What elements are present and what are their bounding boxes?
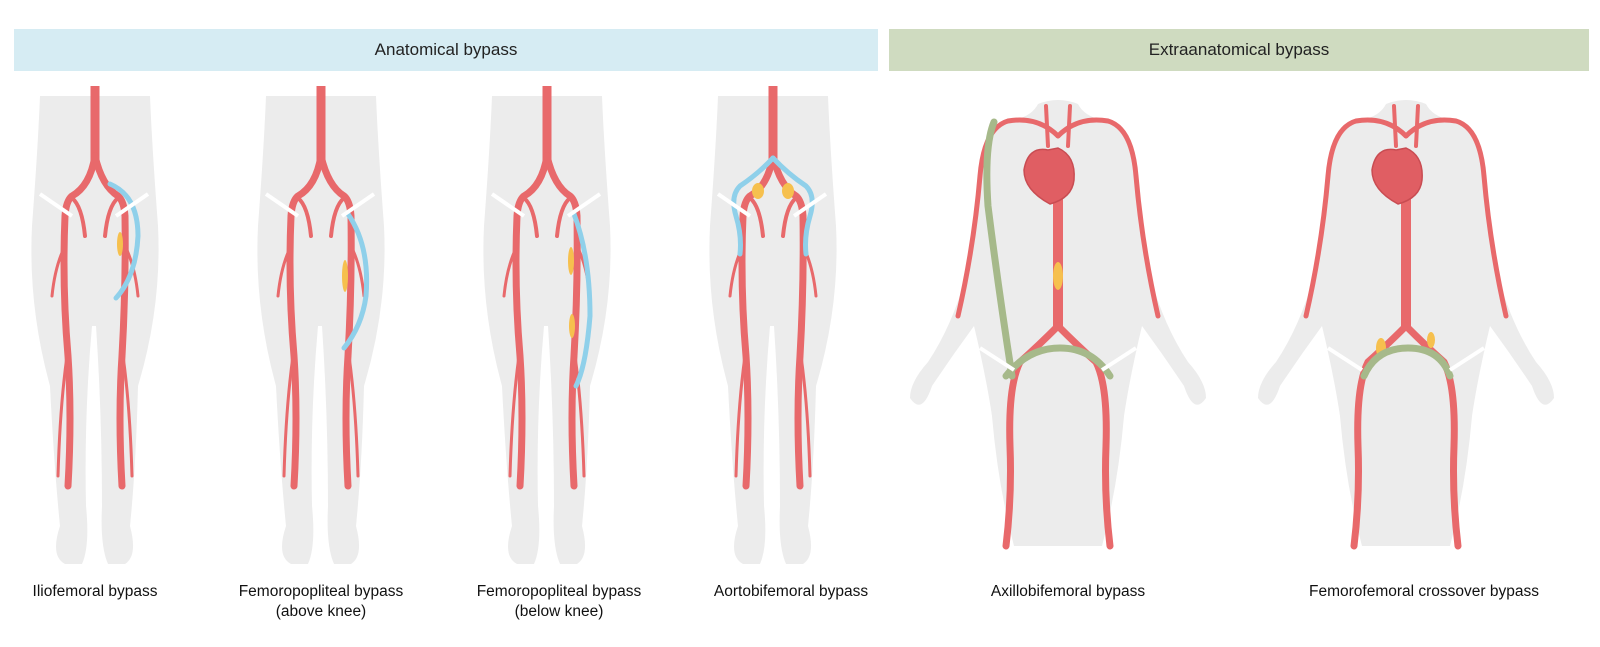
- plaque: [117, 232, 123, 256]
- caption-line-2: (below knee): [514, 603, 604, 620]
- graft: [1360, 344, 1454, 380]
- graft: [983, 118, 1114, 380]
- plaque: [1053, 262, 1063, 290]
- caption-axillobifemoral-text: Axillobifemoral bypass: [990, 583, 1146, 600]
- caption-femorofemoral-text: Femorofemoral crossover bypass: [1309, 583, 1539, 600]
- axillobifemoral-diagram: [888, 86, 1228, 556]
- clamps: [1326, 346, 1486, 372]
- plaque: [568, 247, 575, 338]
- clamps: [264, 192, 376, 218]
- femorofemoral-crossover-diagram: [1236, 86, 1576, 556]
- arteries: [276, 86, 366, 490]
- caption-iliofemoral: Iliofemoral bypass: [33, 582, 158, 602]
- caption-line-1: Femoropopliteal bypass: [476, 583, 642, 600]
- caption-iliofemoral-text: Iliofemoral bypass: [32, 583, 158, 600]
- caption-aortobifemoral-text: Aortobifemoral bypass: [713, 583, 869, 600]
- extraanatomical-bypass-header: Extraanatomical bypass: [889, 29, 1589, 71]
- graft: [341, 211, 370, 351]
- femoropopliteal-below-knee-diagram: [472, 86, 622, 576]
- clamps: [978, 346, 1138, 372]
- caption-line-1: Femoropopliteal bypass: [238, 583, 404, 600]
- caption-axillobifemoral: Axillobifemoral bypass: [991, 582, 1145, 602]
- aortobifemoral-diagram: [698, 86, 848, 576]
- iliofemoral-diagram: [20, 86, 170, 576]
- graft: [731, 155, 815, 257]
- arteries: [502, 86, 592, 490]
- graft: [571, 211, 593, 389]
- plaque: [752, 183, 794, 199]
- caption-femoropopliteal-above: Femoropopliteal bypass (above knee): [239, 582, 404, 622]
- femoropopliteal-above-knee-diagram: [246, 86, 396, 576]
- heart: [1371, 147, 1423, 205]
- clamps: [38, 192, 150, 218]
- arteries: [50, 86, 140, 490]
- caption-femorofemoral: Femorofemoral crossover bypass: [1309, 582, 1539, 602]
- clamps: [490, 192, 602, 218]
- caption-aortobifemoral: Aortobifemoral bypass: [714, 582, 868, 602]
- anatomical-bypass-header: Anatomical bypass: [14, 29, 878, 71]
- caption-femoropopliteal-below: Femoropopliteal bypass (below knee): [477, 582, 642, 622]
- heart: [1023, 147, 1075, 205]
- caption-line-2: (above knee): [275, 603, 367, 620]
- graft: [107, 181, 141, 301]
- clamps: [716, 192, 828, 218]
- plaque: [342, 260, 348, 292]
